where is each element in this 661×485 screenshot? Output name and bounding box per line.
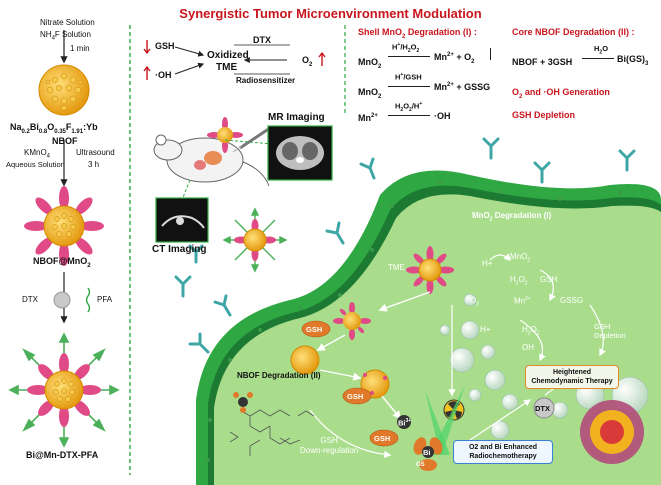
ultrasound-label: Ultrasound [76, 148, 115, 157]
pfa-label: PFA [97, 295, 113, 304]
core-eq-left: NBOF + 3GSH [512, 57, 573, 67]
time-1min: 1 min [70, 44, 90, 53]
cell-flower-degrading [333, 302, 371, 340]
reagent-nh4f: NH4F Solution [40, 30, 91, 42]
gs-label: GS [416, 462, 425, 468]
dtx-sphere [53, 291, 71, 309]
pfa-strand [85, 287, 91, 313]
cell-o2: O2 [470, 296, 480, 308]
cell-gsh: GSH [540, 275, 558, 284]
nbof-mno2-label: NBOF@MnO2 [33, 256, 91, 269]
kmno4-label: KMnO4 [24, 148, 51, 160]
bare-nbof [290, 345, 320, 375]
cell-tme: TME [388, 263, 405, 272]
cell-mno2-deg: MnO2 Degradation (I) [472, 211, 552, 223]
reagent-nitrate: Nitrate Solution [40, 18, 95, 27]
gsh-chip-2: GSH [347, 392, 364, 401]
shell-heading: Shell MnO2 Degradation (I) : [358, 27, 477, 40]
cell-hplus-2: H+ [480, 325, 491, 334]
shell-eq3-left: Mn2+ [358, 113, 378, 123]
bi-center: Bi [423, 448, 431, 457]
ct-imaging-label: CT Imaging [152, 244, 207, 255]
cell-mn2: Mn2+ [514, 296, 531, 306]
tme-radiosensitizer: Radiosensitizer [236, 76, 296, 85]
time-3h: 3 h [88, 160, 100, 169]
cell-nbof-deg: NBOF Degradation (II) [237, 371, 321, 380]
cell-bi3: Bi3+ [398, 418, 412, 428]
shell-eq1-right: Mn2+ + O2 [434, 52, 475, 65]
shell-eq1-left: MnO2 [358, 57, 382, 70]
cell-dtx: DTX [535, 404, 550, 413]
formula-label: Na0.2Bi0.8O0.35F1.91:Yb [10, 122, 98, 135]
cell-hplus-1: H+ [482, 259, 493, 268]
cell-flower-top [406, 246, 454, 294]
tme-gsh: GSH [155, 41, 175, 51]
nucleus-particle [580, 400, 644, 464]
shell-eq2-left: MnO2 [358, 87, 382, 100]
core-note-gsh: GSH Depletion [512, 110, 576, 120]
dtx-label-left: DTX [22, 295, 38, 304]
nbof-particle [38, 64, 90, 116]
cell-h2o2-1: H2O2 [510, 275, 528, 287]
tme-oh: ·OH [155, 70, 172, 80]
cell-h2o2-2: H2O2 [522, 325, 540, 337]
nbof-mno2-particle [24, 186, 104, 266]
core-eq-cond: H2O [594, 44, 609, 56]
figure-title: Synergistic Tumor Microenvironment Modul… [179, 6, 482, 21]
mr-imaging-label: MR Imaging [268, 112, 325, 123]
nbof-label: NBOF [52, 136, 78, 146]
bi-molecule [233, 392, 253, 413]
floating-particle [222, 207, 288, 273]
final-label: Bi@Mn-DTX-PFA [26, 450, 99, 460]
cell-oh: OH [522, 343, 534, 352]
gsh-chip-1: GSH [306, 325, 323, 334]
core-eq-right: Bi(GS)3 [617, 54, 649, 67]
core-note-o2: O2 and ·OH Generation [512, 87, 610, 100]
aqueous-label: Aqueous Solution [6, 160, 65, 169]
tme-label: TME [216, 62, 238, 73]
shell-eq1-cond: H+/H2O2 [392, 42, 420, 54]
cell-gssg: GSSG [560, 296, 584, 305]
gsh-chips [301, 320, 399, 447]
tme-oxidized: Oxidized [207, 50, 249, 61]
molecule-sketch [229, 409, 315, 456]
shell-eq2-right: Mn2+ + GSSG [434, 82, 491, 92]
shell-eq3-cond: H2O2/H+ [395, 101, 423, 113]
receptors [174, 137, 636, 354]
final-particle [8, 332, 120, 448]
gsh-chip-3: GSH [374, 434, 391, 443]
tme-dtx: DTX [253, 35, 271, 45]
shell-eq3-right: ·OH [434, 111, 451, 121]
tme-o2: O2 [302, 55, 313, 68]
cell-mno2: MnO2 [510, 252, 531, 264]
core-heading: Core NBOF Degradation (II) : [512, 27, 635, 37]
radiochemotherapy-box: O2 and Bi Enhanced Radiochemotherapy [453, 440, 553, 464]
shell-eq2-cond: H+/GSH [395, 72, 422, 82]
bi-gs-cluster [413, 437, 443, 471]
heightened-cdt-box: Heightened Chemodynamic Therapy [525, 365, 619, 389]
